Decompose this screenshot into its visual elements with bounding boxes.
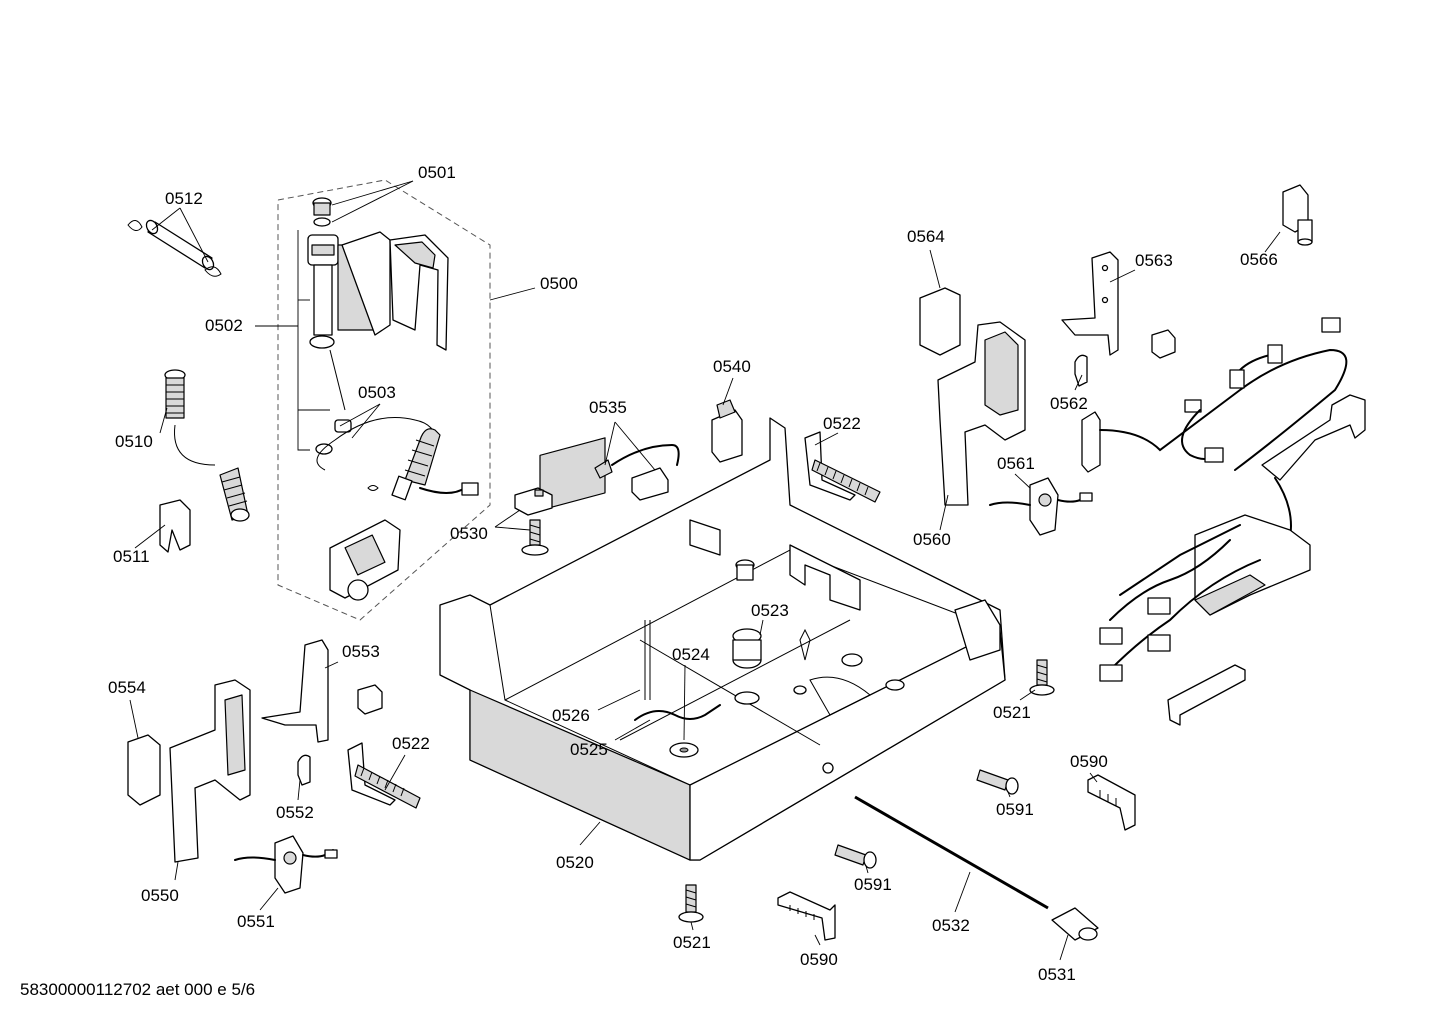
- label-0500: 0500: [540, 274, 578, 293]
- label-0523: 0523: [751, 601, 789, 620]
- bolt-0591-bottom: [834, 844, 877, 869]
- label-0502: 0502: [205, 316, 243, 335]
- knob-0531: [1051, 907, 1099, 941]
- document-footer-code: 58300000112702 aet 000 e 5/6: [20, 980, 256, 999]
- rod-0532: [854, 795, 1049, 910]
- foot-screw-0521-right: [1029, 659, 1055, 696]
- label-0526: 0526: [552, 706, 590, 725]
- connector-0530: [514, 487, 553, 556]
- label-0525: 0525: [570, 740, 608, 759]
- label-0554: 0554: [108, 678, 146, 697]
- sensor-0503: [315, 417, 437, 471]
- bracket-0563: [1061, 251, 1176, 359]
- label-0521-right: 0521: [993, 703, 1031, 722]
- bracket-0590-right: [1087, 774, 1136, 831]
- label-0521-bottom: 0521: [673, 933, 711, 952]
- clip-0562: [1074, 354, 1088, 387]
- base-tub-0520: [439, 417, 1006, 861]
- spring-0522-top: [804, 431, 881, 503]
- label-0553: 0553: [342, 642, 380, 661]
- assembly-0500-group: [277, 179, 491, 621]
- label-0560: 0560: [913, 530, 951, 549]
- hose-0510: [164, 369, 250, 522]
- label-0561: 0561: [997, 454, 1035, 473]
- label-0532: 0532: [932, 916, 970, 935]
- label-0524: 0524: [672, 645, 710, 664]
- wire-harness: [1081, 317, 1366, 726]
- label-0512: 0512: [165, 189, 203, 208]
- label-0563: 0563: [1135, 251, 1173, 270]
- label-0591-right: 0591: [996, 800, 1034, 819]
- sensor-0561: [989, 477, 1093, 536]
- label-0522-top: 0522: [823, 414, 861, 433]
- label-0590-right: 0590: [1070, 752, 1108, 771]
- bracket-0550: [127, 639, 383, 863]
- label-0510: 0510: [115, 432, 153, 451]
- label-0511: 0511: [113, 547, 150, 566]
- label-0530: 0530: [450, 524, 488, 543]
- label-0501: 0501: [418, 163, 456, 182]
- label-0591-bottom: 0591: [854, 875, 892, 894]
- foot-screw-0521-bottom: [678, 884, 704, 923]
- sensor-0551: [234, 835, 338, 894]
- label-0566: 0566: [1240, 250, 1278, 269]
- label-0522-bottom: 0522: [392, 734, 430, 753]
- label-0564: 0564: [907, 227, 945, 246]
- clip-0511: [159, 499, 191, 553]
- pump-0502: [307, 197, 449, 411]
- label-0551: 0551: [237, 912, 275, 931]
- connector-0540: [711, 399, 743, 463]
- label-0562: 0562: [1050, 394, 1088, 413]
- corrugated-hose-group: [367, 428, 479, 501]
- bracket-0590-bottom: [777, 891, 836, 941]
- label-0520: 0520: [556, 853, 594, 872]
- cable-0535: [594, 443, 680, 501]
- bracket-0560: [919, 287, 1026, 506]
- bracket-group-bottom: [329, 519, 401, 601]
- label-0531: 0531: [1038, 965, 1076, 984]
- label-0503: 0503: [358, 383, 396, 402]
- label-0552: 0552: [276, 803, 314, 822]
- label-0540: 0540: [713, 357, 751, 376]
- label-0550: 0550: [141, 886, 179, 905]
- hose-0512: [127, 219, 222, 277]
- part-labels: 0501 0512 0500 0502 0503 0510 0511 0564 …: [108, 163, 1278, 984]
- bolt-0591-right: [976, 769, 1019, 795]
- label-0590-bottom: 0590: [800, 950, 838, 969]
- float-parts-0523: [634, 620, 905, 758]
- leader-lines: [129, 180, 1281, 961]
- valve-0566: [1282, 184, 1313, 246]
- label-0535: 0535: [589, 398, 627, 417]
